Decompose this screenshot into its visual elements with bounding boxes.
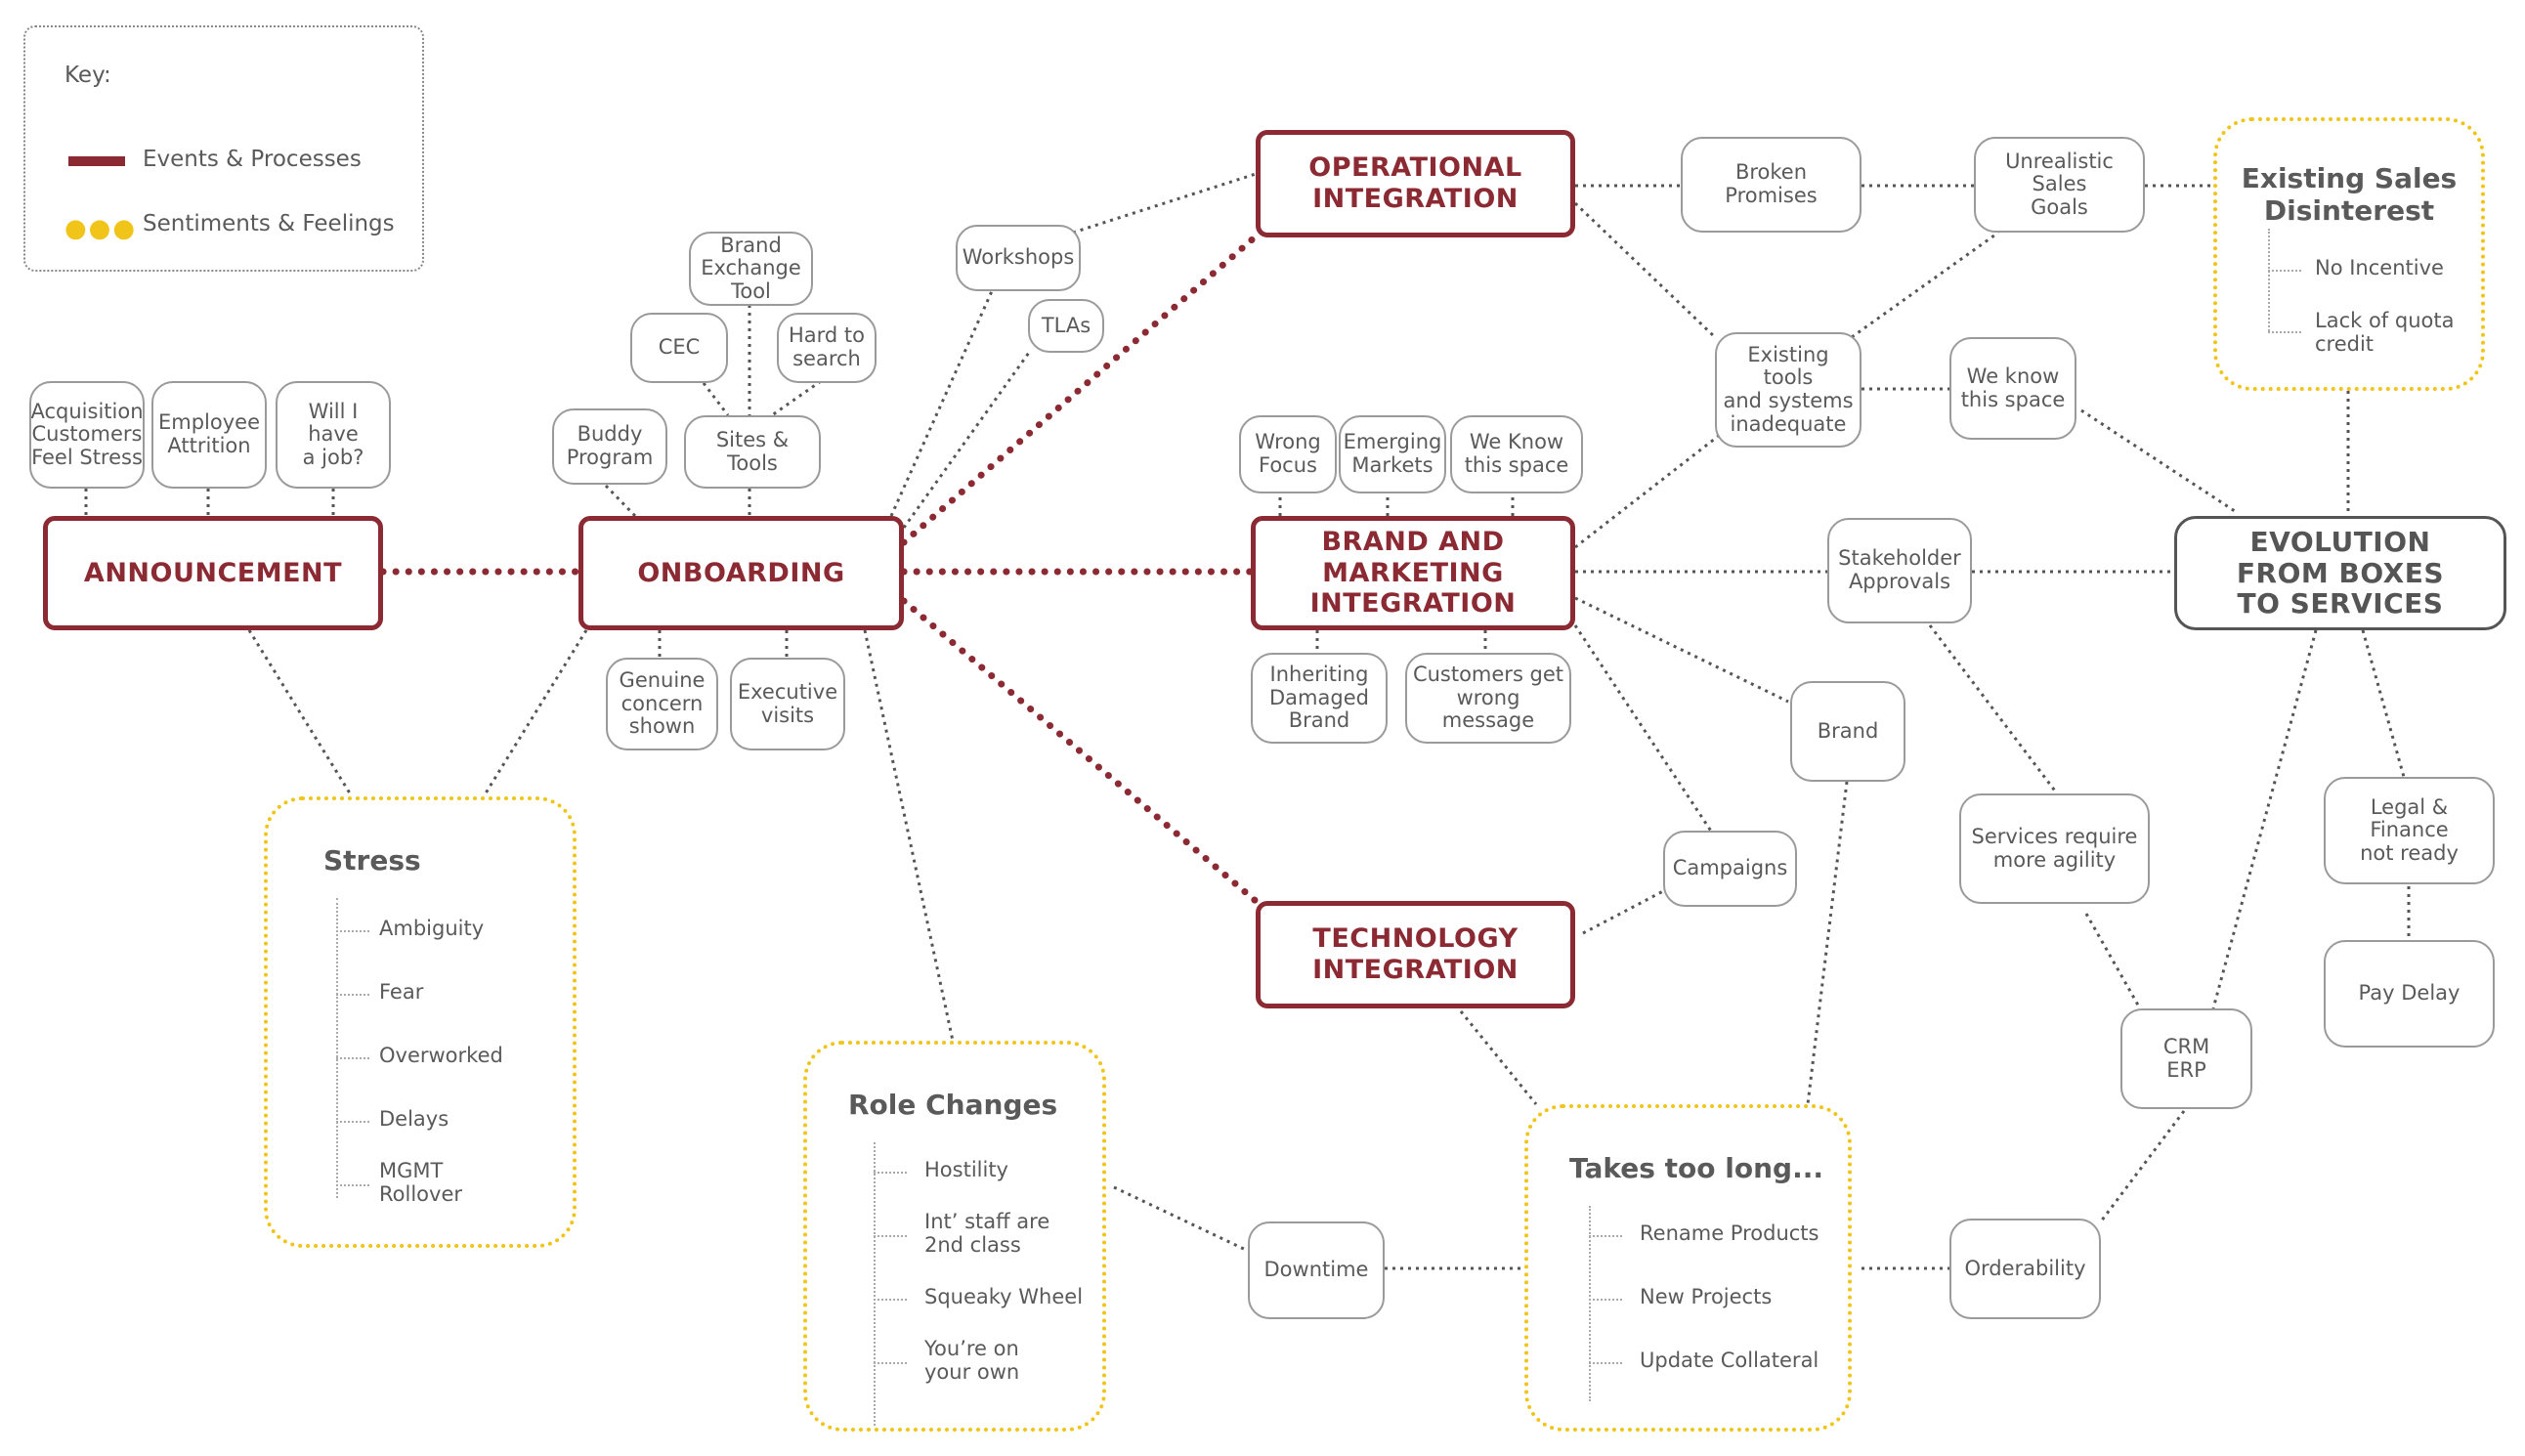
- sentiment-role-changes-tree: [874, 1142, 876, 1426]
- node-wrong-focus[interactable]: Wrong Focus: [1239, 415, 1337, 493]
- node-emerging-markets[interactable]: Emerging Markets: [1339, 415, 1446, 493]
- legend-events-label: Events & Processes: [143, 147, 362, 172]
- sentiment-role-changes: Role Changes Hostility Int’ staff are 2n…: [803, 1041, 1106, 1432]
- legend-title: Key:: [64, 63, 111, 88]
- node-acquisition-customers-stress[interactable]: Acquisition Customers Feel Stress: [29, 381, 145, 489]
- node-onboarding[interactable]: ONBOARDING: [578, 516, 904, 630]
- node-campaigns[interactable]: Campaigns: [1663, 831, 1797, 907]
- node-cec[interactable]: CEC: [630, 313, 728, 383]
- sentiment-sales-disinterest-item: No Incentive: [2315, 256, 2444, 279]
- node-sites-and-tools[interactable]: Sites & Tools: [684, 415, 821, 489]
- node-services-require-agility[interactable]: Services require more agility: [1959, 793, 2150, 904]
- node-will-i-have-a-job[interactable]: Will I have a job?: [276, 381, 391, 489]
- node-brand[interactable]: Brand: [1790, 681, 1905, 782]
- node-broken-promises[interactable]: Broken Promises: [1681, 137, 1862, 233]
- sentiment-stress-title: Stress: [323, 844, 421, 877]
- sentiment-sales-disinterest-tree: [2268, 229, 2270, 331]
- node-genuine-concern-shown[interactable]: Genuine concern shown: [606, 658, 718, 750]
- node-brand-exchange-tool[interactable]: Brand Exchange Tool: [689, 232, 813, 306]
- sentiment-takes-too-long-tree: [1589, 1206, 1591, 1401]
- node-stakeholder-approvals[interactable]: Stakeholder Approvals: [1827, 518, 1972, 623]
- node-existing-tools-inadequate[interactable]: Existing tools and systems inadequate: [1715, 332, 1862, 448]
- node-legal-finance-not-ready[interactable]: Legal & Finance not ready: [2324, 777, 2495, 884]
- sentiment-stress-item: Delays: [379, 1107, 449, 1131]
- node-crm-erp[interactable]: CRM ERP: [2120, 1008, 2252, 1109]
- legend-box: Key: Events & Processes ●●● Sentiments &…: [23, 25, 424, 272]
- link-onboarding-operational: [900, 233, 1260, 546]
- node-operational-integration[interactable]: OPERATIONAL INTEGRATION: [1256, 130, 1575, 237]
- sentiment-stress-item: Overworked: [379, 1044, 503, 1067]
- node-workshops[interactable]: Workshops: [956, 225, 1081, 291]
- legend-sentiments-swatch: ●●●: [64, 214, 138, 243]
- sentiment-takes-too-long-item: New Projects: [1640, 1285, 1773, 1308]
- node-pay-delay[interactable]: Pay Delay: [2324, 940, 2495, 1048]
- node-unrealistic-sales-goals[interactable]: Unrealistic Sales Goals: [1974, 137, 2145, 233]
- sentiment-stress-item: Ambiguity: [379, 917, 485, 940]
- legend-sentiments-label: Sentiments & Feelings: [143, 211, 395, 236]
- sentiment-existing-sales-disinterest: Existing Sales Disinterest No Incentive …: [2213, 117, 2485, 391]
- sentiment-takes-too-long-item: Update Collateral: [1640, 1349, 1819, 1372]
- node-employee-attrition[interactable]: Employee Attrition: [151, 381, 267, 489]
- node-orderability[interactable]: Orderability: [1949, 1219, 2101, 1319]
- minor-connectors: [84, 172, 2411, 1270]
- node-brand-marketing-integration[interactable]: BRAND AND MARKETING INTEGRATION: [1251, 516, 1575, 630]
- node-buddy-program[interactable]: Buddy Program: [552, 408, 667, 485]
- node-downtime[interactable]: Downtime: [1248, 1221, 1385, 1319]
- link-onboarding-technology: [900, 597, 1260, 905]
- node-announcement[interactable]: ANNOUNCEMENT: [43, 516, 383, 630]
- sentiment-takes-too-long-title: Takes too long...: [1569, 1152, 1823, 1184]
- sentiment-takes-too-long-item: Rename Products: [1640, 1221, 1819, 1245]
- sentiment-stress-tree: [336, 898, 338, 1198]
- sentiment-role-changes-title: Role Changes: [848, 1089, 1058, 1121]
- sentiment-role-changes-item: Hostility: [924, 1158, 1008, 1181]
- sentiment-role-changes-item: Squeaky Wheel: [924, 1285, 1084, 1308]
- process-connectors: [379, 233, 1260, 905]
- sentiment-stress-item: Fear: [379, 980, 424, 1004]
- node-hard-to-search[interactable]: Hard to search: [777, 313, 877, 383]
- node-we-know-this-space-brand[interactable]: We Know this space: [1450, 415, 1583, 493]
- sentiment-takes-too-long: Takes too long... Rename Products New Pr…: [1524, 1104, 1852, 1432]
- node-inheriting-damaged-brand[interactable]: Inheriting Damaged Brand: [1251, 653, 1388, 744]
- node-we-know-this-space[interactable]: We know this space: [1949, 337, 2076, 440]
- node-tlas[interactable]: TLAs: [1028, 299, 1104, 353]
- node-customers-wrong-message[interactable]: Customers get wrong message: [1405, 653, 1571, 744]
- legend-events-swatch: [68, 156, 125, 166]
- sentiment-role-changes-item: Int’ staff are 2nd class: [924, 1210, 1050, 1257]
- node-technology-integration[interactable]: TECHNOLOGY INTEGRATION: [1256, 901, 1575, 1008]
- node-evolution-boxes-to-services[interactable]: EVOLUTION FROM BOXES TO SERVICES: [2174, 516, 2506, 630]
- sentiment-sales-disinterest-item: Lack of quota credit: [2315, 309, 2455, 356]
- node-executive-visits[interactable]: Executive visits: [730, 658, 845, 750]
- sentiment-sales-disinterest-title: Existing Sales Disinterest: [2241, 162, 2458, 227]
- sentiment-stress-item: MGMT Rollover: [379, 1159, 462, 1206]
- sentiment-role-changes-item: You’re on your own: [924, 1337, 1020, 1384]
- sentiment-stress: Stress Ambiguity Fear Overworked Delays …: [264, 796, 577, 1248]
